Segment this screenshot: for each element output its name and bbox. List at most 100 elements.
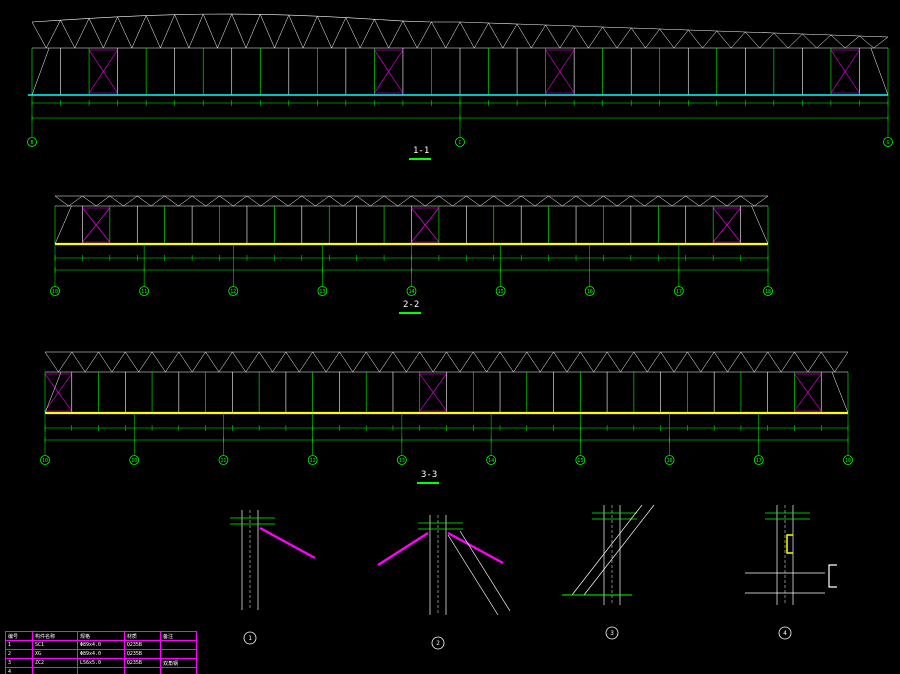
web-member [473,351,487,373]
table-row: 4 [5,667,198,674]
table-cell: Q235B [123,658,161,668]
web-member [46,20,61,49]
web-member [188,14,204,49]
web-member [218,351,233,373]
table-cell: 3 [5,658,33,668]
web-member [299,351,313,373]
top-chord [31,19,61,23]
axis-bubble [139,286,150,296]
web-member [630,27,646,49]
table-row: 2 XG Φ89x4.0 Q235B [5,649,198,659]
axis-label: 17 [756,458,762,464]
c-channel-icon [828,564,837,588]
table-cell [32,667,78,674]
web-member [231,13,247,49]
axis-bubble [575,455,586,465]
web-member [787,33,803,49]
web-member [566,351,581,373]
axis-bubble [307,455,318,465]
top-chord [117,15,147,18]
web-member [109,195,124,207]
web-member [559,25,575,49]
web-member [246,195,261,207]
web-member [513,351,528,373]
detail-marker-label: 2 [436,640,440,647]
web-member [588,26,603,49]
web-member [794,351,809,373]
top-chord [859,35,889,38]
detail-diagonal [583,504,655,596]
web-member [174,14,190,49]
web-member [312,351,327,373]
detail-brace [447,531,504,565]
web-member [432,351,447,373]
section-title-underline [409,158,431,160]
axis-bubble [673,286,684,296]
axis-bubble [584,286,595,296]
web-member [589,195,604,207]
web-member [562,195,577,207]
web-member [617,195,632,207]
web-member [740,195,755,207]
table-cell [159,640,198,650]
web-member [479,195,494,207]
cross-bracing [44,373,73,412]
web-member [685,195,700,207]
web-member [205,351,220,373]
web-member [274,14,290,49]
web-member [123,195,138,207]
web-member [82,195,97,207]
web-member [74,18,90,49]
axis-bubble [883,137,893,147]
top-chord [374,18,403,22]
axis-label: C [458,140,461,146]
axis-label: G [886,140,889,146]
cross-bracing [411,207,440,243]
web-member [821,351,835,373]
web-member [726,195,741,207]
web-member [488,22,504,49]
web-member [673,351,688,373]
web-member [406,351,420,373]
axis-label: 10 [52,289,58,295]
top-chord [174,13,204,15]
table-cell: SC1 [32,640,78,650]
web-member [502,23,518,49]
web-member [58,351,72,373]
web-member [388,20,404,49]
web-member [830,34,846,49]
web-member [602,26,618,49]
axis-bubble [495,286,506,296]
axis-bubble [27,137,37,147]
web-member [178,351,193,373]
web-member [352,351,367,373]
axis-bubble [40,455,50,465]
web-member [431,21,446,49]
web-member [374,19,389,49]
web-member [288,14,304,49]
axis-label: 10 [42,458,48,464]
web-member [780,351,795,373]
web-member [260,14,275,49]
web-member [645,28,660,49]
web-member [499,351,514,373]
web-member [191,195,206,207]
detail-diagonal [447,534,499,616]
axis-bubble [843,455,853,465]
web-member [287,195,302,207]
web-member [754,195,769,207]
web-member [716,30,732,49]
web-member [531,24,546,49]
web-member [658,195,673,207]
axis-bubble [129,455,140,465]
c-channel-icon [786,534,793,554]
web-member [331,17,347,49]
web-member [745,31,760,49]
table-cell: Q235B [123,649,161,659]
axis-bubble [50,286,60,296]
web-member [845,35,860,49]
axis-label: 13 [399,458,405,464]
web-member [272,351,287,373]
web-member [773,32,789,49]
